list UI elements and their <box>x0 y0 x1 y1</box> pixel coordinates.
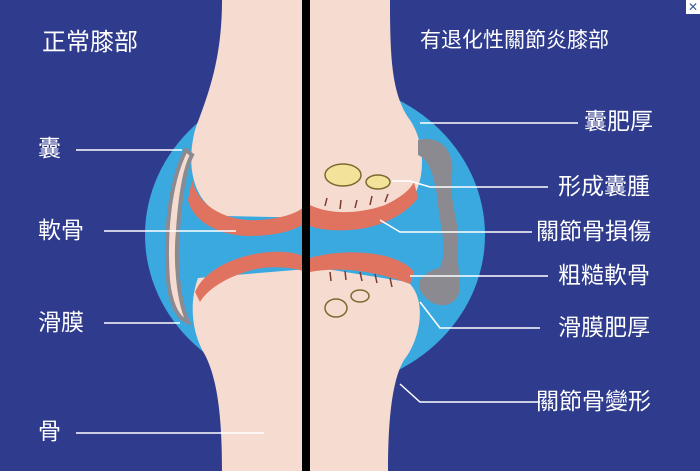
cartilage-lower-degenerative <box>310 252 414 284</box>
close-icon[interactable]: ✕ <box>686 0 700 14</box>
cyst-3 <box>324 298 348 318</box>
label-synovium: 滑膜 <box>38 310 84 336</box>
label-bone-damage: 關節骨損傷 <box>536 219 651 245</box>
right-leader-lines <box>379 122 578 403</box>
label-cartilage: 軟骨 <box>38 218 84 244</box>
cyst-4 <box>350 289 370 303</box>
cartilage-lower-normal <box>195 251 306 302</box>
label-synovium-thickening: 滑膜肥厚 <box>558 315 650 341</box>
cyst-1 <box>324 163 362 187</box>
label-capsule: 囊 <box>38 136 61 162</box>
label-rough-cartilage: 粗糙軟骨 <box>558 263 650 289</box>
label-bone-deformation: 關節骨變形 <box>536 389 651 415</box>
label-capsule-thickening: 囊肥厚 <box>584 109 653 135</box>
title-degenerative-knee: 有退化性關節炎膝部 <box>420 28 609 52</box>
cartilage-upper-normal <box>188 180 306 236</box>
title-normal-knee: 正常膝部 <box>42 28 138 56</box>
label-cyst-formation: 形成囊腫 <box>558 174 650 200</box>
label-bone: 骨 <box>38 419 61 445</box>
cyst-2 <box>365 174 391 190</box>
synovium-normal <box>165 146 195 326</box>
cartilage-upper-degenerative <box>310 182 418 231</box>
left-leader-lines <box>76 149 264 434</box>
synovium-thickened <box>418 139 460 306</box>
center-divider <box>302 0 310 471</box>
rough-cartilage-spikes <box>324 193 393 288</box>
